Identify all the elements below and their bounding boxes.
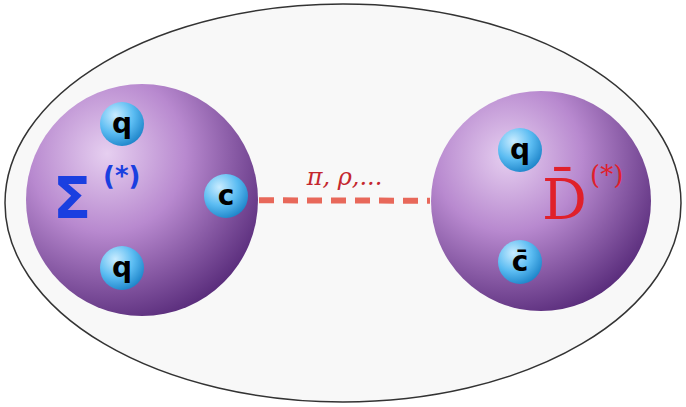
quark-circle: q [497,127,543,173]
quark-label: c̄ [512,248,529,276]
exchange-label: π, ρ,... [307,165,383,189]
quark-disc [100,246,144,290]
quark-label: q [510,136,530,164]
hadron-disc [431,91,651,311]
quark-circle: q [99,245,145,291]
quark-disc [100,102,144,146]
excitation-mark: (*) [103,163,140,189]
quark-circle: c [203,173,249,219]
hadron-circle: Σ (*) q c q [25,83,259,317]
hadron-shape [430,90,652,312]
quark-disc [498,240,542,284]
quark-label: c [218,182,235,210]
hadron-circle: D̄(*) q c̄ [430,90,652,312]
exchange-line [259,197,430,203]
molecule-outline [5,4,681,402]
excitation-mark: (*) [590,162,623,188]
hadron-disc [26,84,258,316]
quark-disc [204,174,248,218]
quark-circle: c̄ [497,239,543,285]
hadron-symbol: Σ [53,171,91,227]
quark-label: q [112,254,132,282]
quark-circle: q [99,101,145,147]
quark-label: q [112,110,132,138]
quark-disc [498,128,542,172]
hadron-symbol: D̄ [542,172,587,228]
